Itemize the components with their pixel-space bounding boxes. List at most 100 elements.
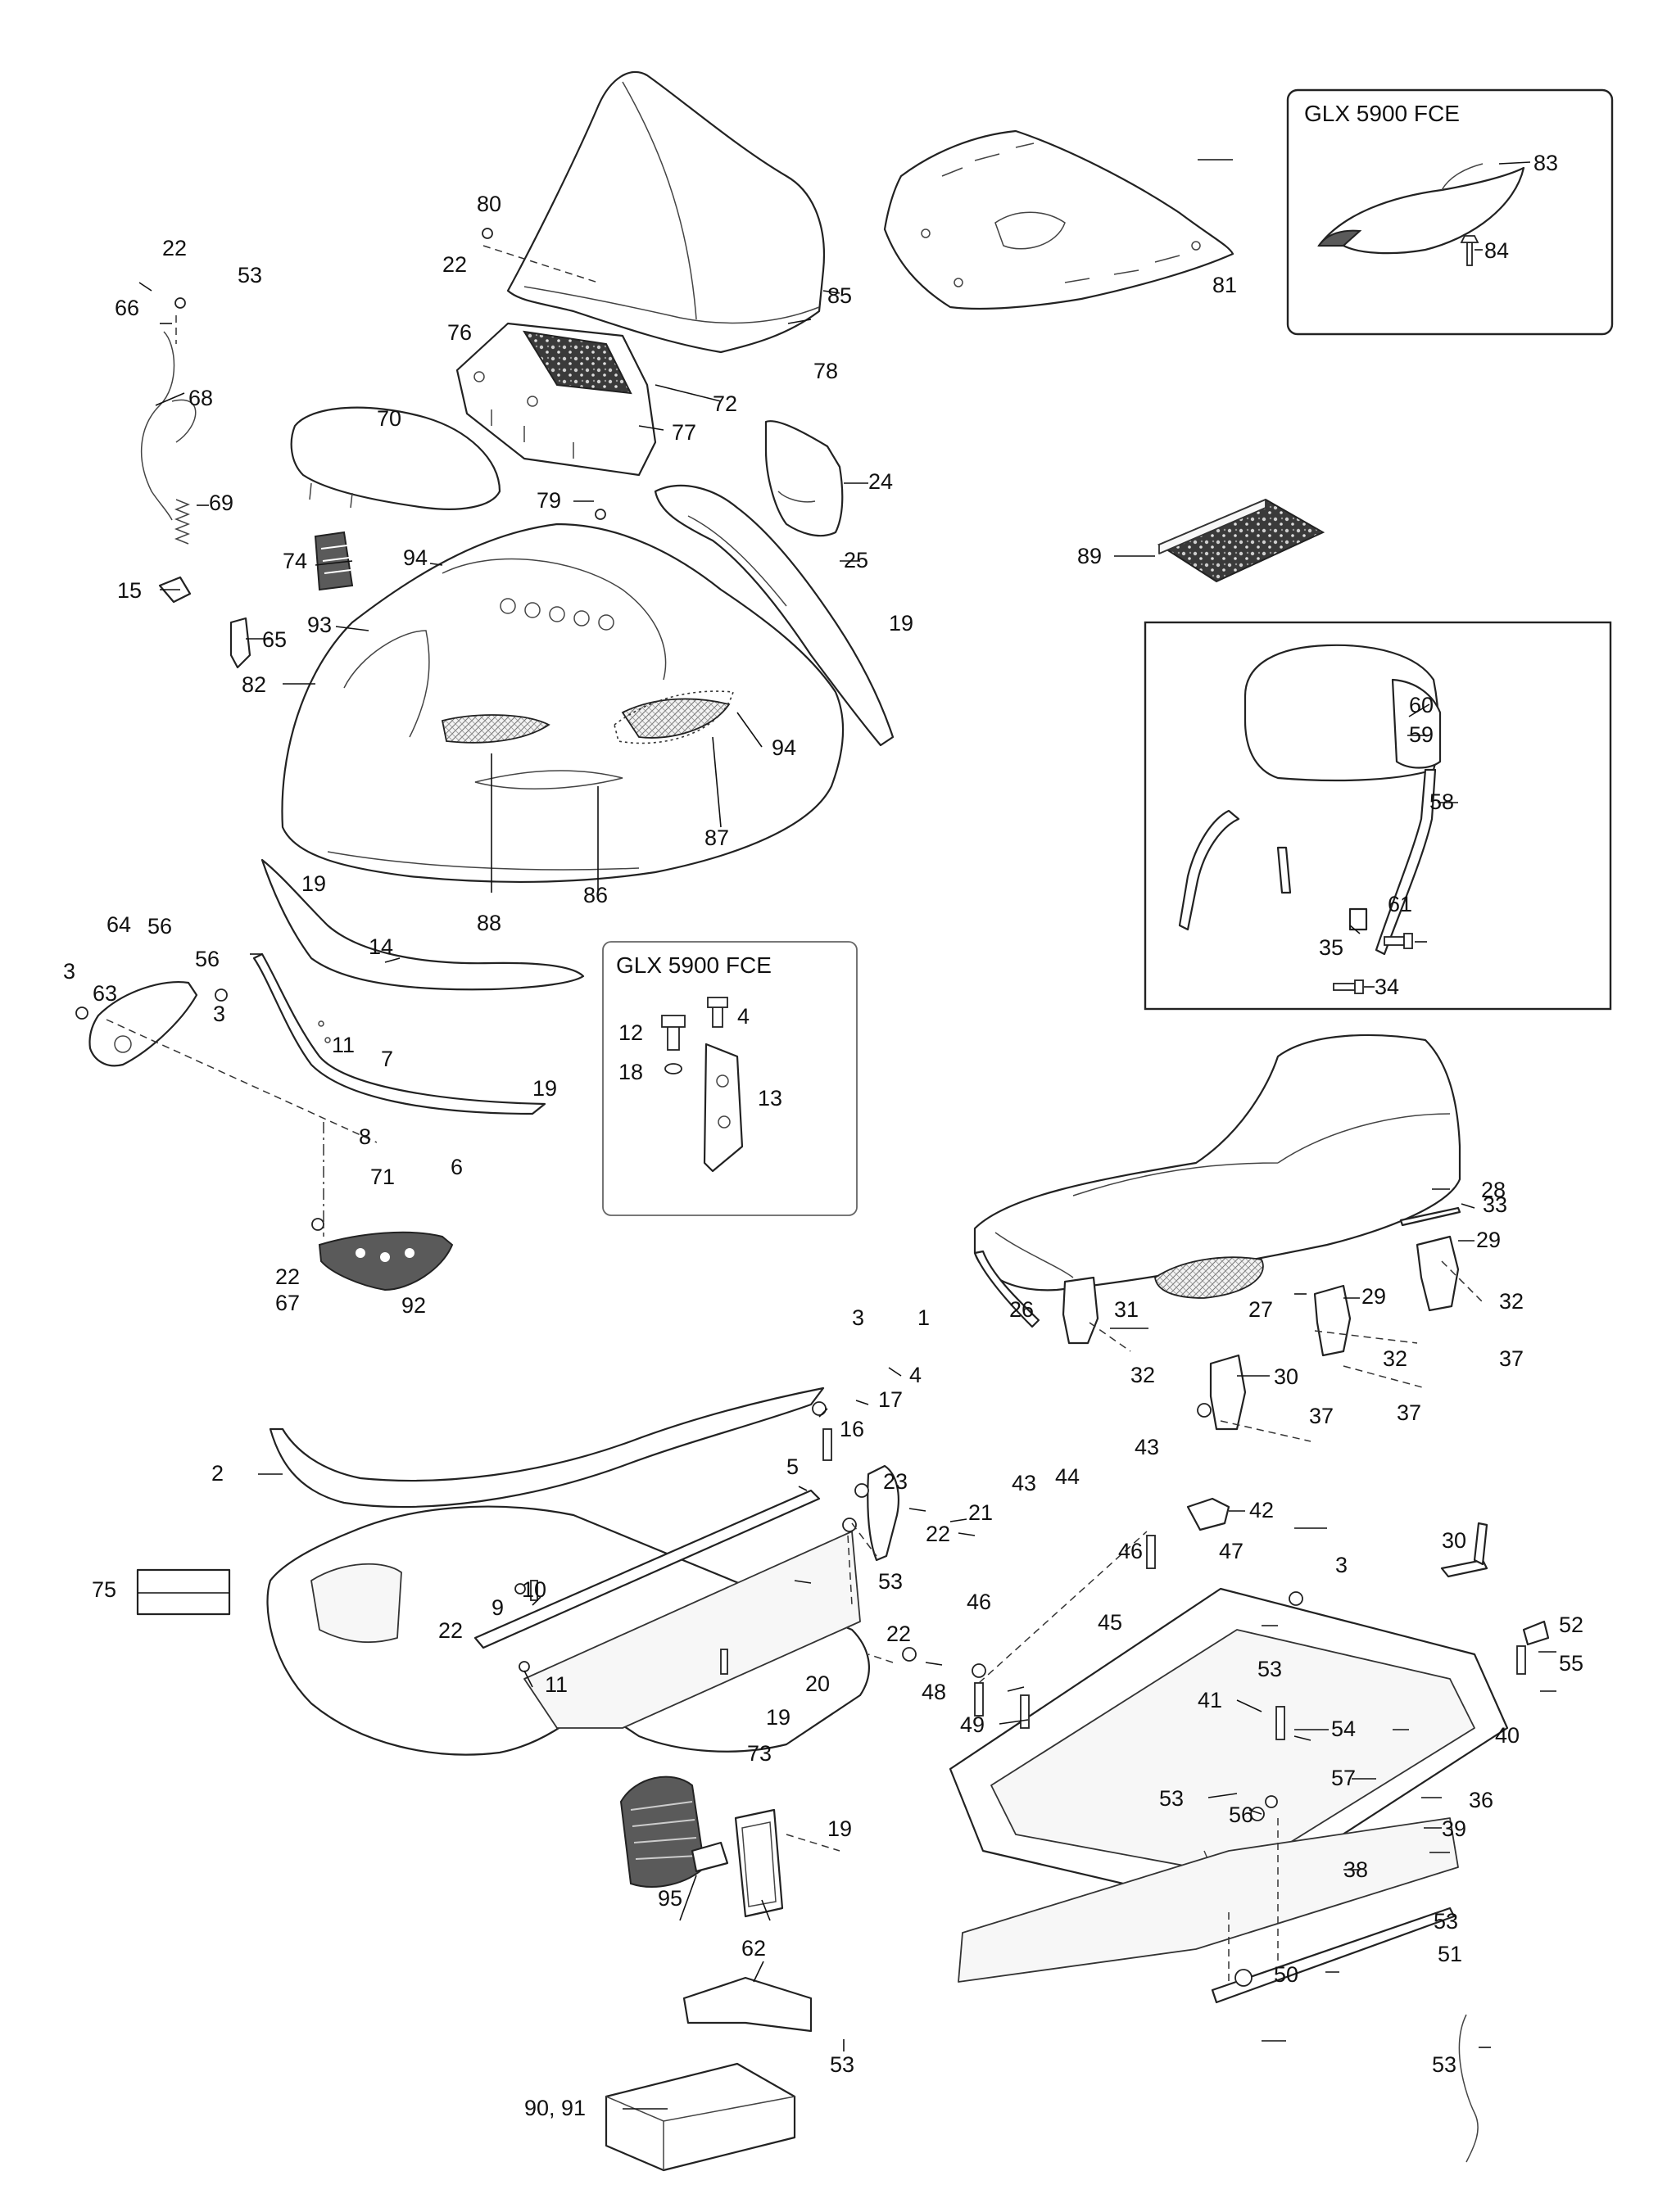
callout-4b: 4 (909, 1363, 922, 1387)
tool-bag-90-91 (605, 2062, 796, 2172)
bolt-34 (1333, 979, 1364, 994)
console-75 (136, 1568, 231, 1616)
callout-61: 61 (1388, 892, 1412, 916)
callout-81: 81 (1212, 273, 1237, 297)
callout-72: 72 (713, 391, 737, 416)
callout-56a: 56 (147, 914, 172, 939)
callout-60: 60 (1409, 693, 1434, 717)
dash-panel-70 (290, 406, 501, 510)
bolt-12 (661, 1015, 686, 1051)
callout-22d: 22 (926, 1522, 950, 1546)
boot-95 (619, 1775, 729, 1888)
tether-cable-68 (141, 331, 197, 521)
console-76 (455, 322, 657, 477)
hinge-29b (1313, 1284, 1352, 1357)
callout-20: 20 (805, 1671, 830, 1696)
callout-58: 58 (1429, 789, 1454, 814)
callout-4a: 4 (737, 1004, 750, 1029)
callout-78: 78 (813, 359, 838, 383)
backrest-58 (1178, 644, 1442, 956)
callout-12: 12 (618, 1020, 643, 1045)
callout-19e: 19 (827, 1816, 852, 1841)
callout-3c: 3 (852, 1305, 864, 1330)
callout-84: 84 (1484, 238, 1509, 263)
vent-74 (314, 531, 354, 591)
bracket-52 (1522, 1620, 1550, 1646)
leader-lines (138, 159, 1556, 2110)
callout-53d: 53 (1257, 1657, 1282, 1681)
callout-62: 62 (741, 1936, 766, 1961)
callout-labels: 22 53 66 68 69 15 80 22 85 81 83 84 76 7… (63, 151, 1583, 2120)
bracket-30b (1440, 1522, 1488, 1578)
callout-65: 65 (262, 627, 287, 652)
callout-38: 38 (1343, 1857, 1368, 1882)
inset-frame-glx-mid: GLX 5900 FCE (602, 941, 858, 1216)
fasteners (75, 228, 1526, 1987)
inset-box-mid (602, 941, 858, 1216)
callout-23: 23 (883, 1469, 908, 1494)
callout-87: 87 (704, 826, 729, 850)
callout-77: 77 (672, 420, 696, 445)
bracket-13 (703, 1043, 744, 1173)
handle-63 (88, 981, 198, 1067)
callout-76: 76 (447, 320, 472, 345)
callout-94a: 94 (403, 545, 428, 570)
front-bumper-14 (260, 858, 585, 991)
callout-82: 82 (242, 672, 266, 697)
callout-51: 51 (1438, 1942, 1462, 1966)
callout-19c: 19 (532, 1076, 557, 1101)
callout-53c: 53 (830, 2052, 854, 2077)
callout-11b: 11 (545, 1672, 568, 1697)
callout-92: 92 (401, 1293, 426, 1318)
callout-7: 7 (381, 1047, 393, 1071)
callout-44: 44 (1055, 1464, 1080, 1489)
rail-38 (1211, 1907, 1456, 2004)
callout-10: 10 (522, 1577, 546, 1602)
callout-43a: 43 (1135, 1435, 1159, 1459)
inset-box-top (1286, 88, 1614, 336)
callout-52: 52 (1559, 1613, 1583, 1637)
callout-21: 21 (968, 1500, 993, 1525)
callout-71: 71 (370, 1165, 395, 1189)
bracket-62 (682, 1976, 813, 2033)
callout-46b: 46 (967, 1590, 991, 1614)
callout-75: 75 (92, 1577, 116, 1602)
callout-31: 31 (1114, 1297, 1139, 1322)
inset-title-top: GLX 5900 FCE (1304, 101, 1460, 126)
callout-74: 74 (283, 549, 307, 573)
callout-26: 26 (1009, 1297, 1034, 1322)
callout-70: 70 (377, 406, 401, 431)
bolt-4-inset (707, 997, 728, 1028)
callout-9: 9 (492, 1595, 504, 1620)
callout-14: 14 (369, 934, 393, 959)
strap-33 (1399, 1206, 1461, 1227)
alignment-lines (106, 245, 1484, 1982)
upper-console-panel (883, 129, 1234, 310)
callout-22e: 22 (438, 1618, 463, 1643)
callout-30b: 30 (1442, 1528, 1466, 1553)
seat-28 (973, 1034, 1461, 1299)
callout-34: 34 (1375, 975, 1399, 999)
callout-80: 80 (477, 192, 501, 216)
callout-28: 28 (1481, 1178, 1506, 1202)
gasket-73 (734, 1808, 784, 1918)
belly-pan (266, 1505, 870, 1756)
callout-42: 42 (1249, 1498, 1274, 1522)
callout-36: 36 (1469, 1788, 1493, 1812)
bracket-23 (867, 1464, 899, 1562)
callout-83: 83 (1533, 151, 1558, 175)
callout-69: 69 (209, 491, 233, 515)
callout-56c: 56 (1229, 1803, 1253, 1827)
tether-cable-51 (1458, 2014, 1479, 2163)
callout-27: 27 (1248, 1297, 1273, 1322)
callout-17: 17 (878, 1387, 903, 1412)
callout-25: 25 (844, 548, 868, 572)
callout-53: 53 (238, 263, 262, 287)
callout-32c: 32 (1130, 1363, 1155, 1387)
callout-89: 89 (1077, 544, 1102, 568)
callout-79: 79 (537, 488, 561, 513)
callout-15: 15 (117, 578, 142, 603)
storage-tray-40 (949, 1587, 1509, 1910)
callout-33: 33 (1483, 1192, 1507, 1217)
